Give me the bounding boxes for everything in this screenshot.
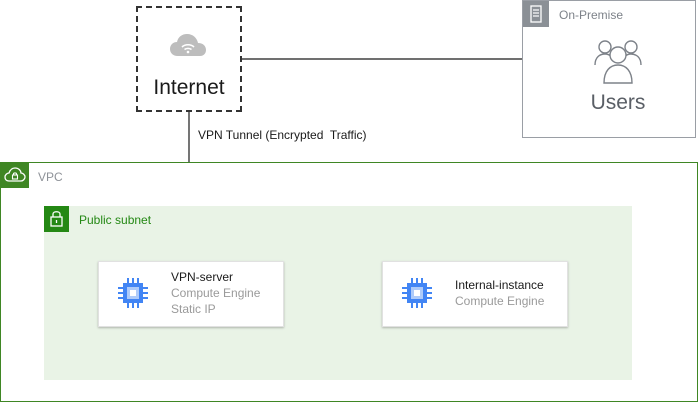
cloud-lock-icon (1, 163, 29, 188)
vpn-server-instance-card: VPN-server Compute Engine Static IP (98, 261, 284, 327)
vpc-label: VPC (38, 170, 63, 184)
internet-node: Internet (136, 6, 242, 112)
vpn-server-detail: Static IP (171, 302, 216, 316)
internal-instance-type: Compute Engine (455, 294, 545, 308)
users-label: Users (590, 91, 646, 114)
server-icon (523, 1, 549, 27)
public-subnet-label: Public subnet (79, 213, 152, 227)
vpn-tunnel-label: VPN Tunnel (Encrypted Traffic) (198, 128, 367, 142)
on-premise-group: On-Premise Users (522, 0, 696, 138)
compute-engine-chip-icon (400, 276, 434, 310)
internet-label: Internet (153, 76, 225, 99)
vpn-server-type: Compute Engine (171, 286, 261, 300)
on-premise-label: On-Premise (559, 8, 624, 22)
users-icon (593, 35, 643, 85)
vpn-server-title: VPN-server (171, 270, 234, 284)
internal-instance-title: Internal-instance (455, 278, 544, 292)
cloud-wifi-icon (169, 32, 207, 58)
internal-instance-card: Internal-instance Compute Engine (382, 261, 568, 327)
padlock-icon (44, 206, 69, 232)
compute-engine-chip-icon (116, 276, 150, 310)
